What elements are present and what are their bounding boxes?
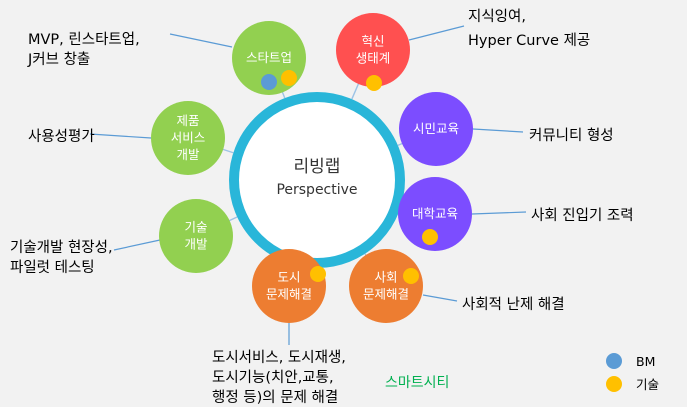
annotation-connector bbox=[471, 211, 527, 215]
bm-dot bbox=[261, 74, 277, 90]
node-label: 대학교육 bbox=[412, 206, 458, 221]
annotation-connector bbox=[422, 294, 458, 302]
annotation-text: J커브 창출 bbox=[27, 51, 90, 68]
annotation-text: 사용성평가 bbox=[28, 128, 95, 145]
node-tech-dev bbox=[159, 199, 233, 273]
node-label: 개발 bbox=[176, 147, 200, 162]
annotation-text: 도시기능(치안,교통, bbox=[212, 369, 334, 386]
node-city-problem bbox=[252, 249, 326, 323]
node-label: 서비스 bbox=[171, 130, 206, 145]
annotation-text: 행정 등)의 문제 해결 bbox=[212, 389, 338, 406]
annotation-text: MVP, 린스타트업, bbox=[28, 31, 140, 48]
node-innovation bbox=[336, 13, 410, 87]
node-label: 제품 bbox=[176, 113, 199, 128]
annotation-text: 지식잉여, bbox=[468, 8, 526, 25]
node-label: 생태계 bbox=[356, 51, 391, 66]
annotation-connector bbox=[408, 25, 465, 41]
node-univ-edu bbox=[398, 177, 472, 251]
node-product-service bbox=[151, 101, 225, 175]
node-label: 시민교육 bbox=[413, 121, 459, 136]
node-label: 사회 bbox=[374, 270, 397, 285]
tech-dot bbox=[403, 268, 419, 284]
annotation-text: 도시서비스, 도시재생, bbox=[212, 349, 346, 366]
annotation-connector bbox=[113, 239, 161, 251]
node-citizen-edu bbox=[399, 92, 473, 166]
annotation-connector bbox=[472, 128, 524, 133]
node-label: 문제해결 bbox=[363, 287, 409, 302]
annotation-text: Hyper Curve 제공 bbox=[468, 32, 590, 49]
annotation-connector bbox=[169, 33, 233, 48]
node-label: 문제해결 bbox=[266, 287, 312, 302]
tech-dot bbox=[281, 70, 297, 86]
center-subtitle: Perspective bbox=[276, 182, 357, 198]
annotation-text: 기술개발 현장성, bbox=[10, 239, 113, 256]
legend-bm-swatch bbox=[606, 353, 622, 369]
node-label: 개발 bbox=[184, 237, 208, 252]
node-label: 기술 bbox=[184, 220, 207, 235]
node-label: 도시 bbox=[277, 270, 300, 285]
center-title: 리빙랩 bbox=[294, 157, 341, 177]
node-label: 혁신 bbox=[361, 34, 384, 49]
legend-tech-label: 기술 bbox=[636, 377, 659, 392]
node-social-problem bbox=[349, 249, 423, 323]
tech-dot bbox=[366, 75, 382, 91]
annotation-text: 커뮤니티 형성 bbox=[529, 127, 614, 144]
legend-tech-swatch bbox=[606, 376, 622, 392]
annotation-text: 사회 진입기 조력 bbox=[531, 207, 634, 224]
annotation-connector bbox=[89, 133, 152, 139]
smart-city-label: 스마트시티 bbox=[385, 375, 449, 391]
center-ring bbox=[229, 92, 405, 268]
annotation-text: 사회적 난제 해결 bbox=[462, 296, 565, 313]
annotation-text: 파일럿 테스팅 bbox=[10, 259, 95, 276]
legend-bm-label: BM bbox=[636, 354, 655, 369]
tech-dot bbox=[422, 229, 438, 245]
tech-dot bbox=[310, 266, 326, 282]
node-label: 스타트업 bbox=[246, 50, 292, 65]
